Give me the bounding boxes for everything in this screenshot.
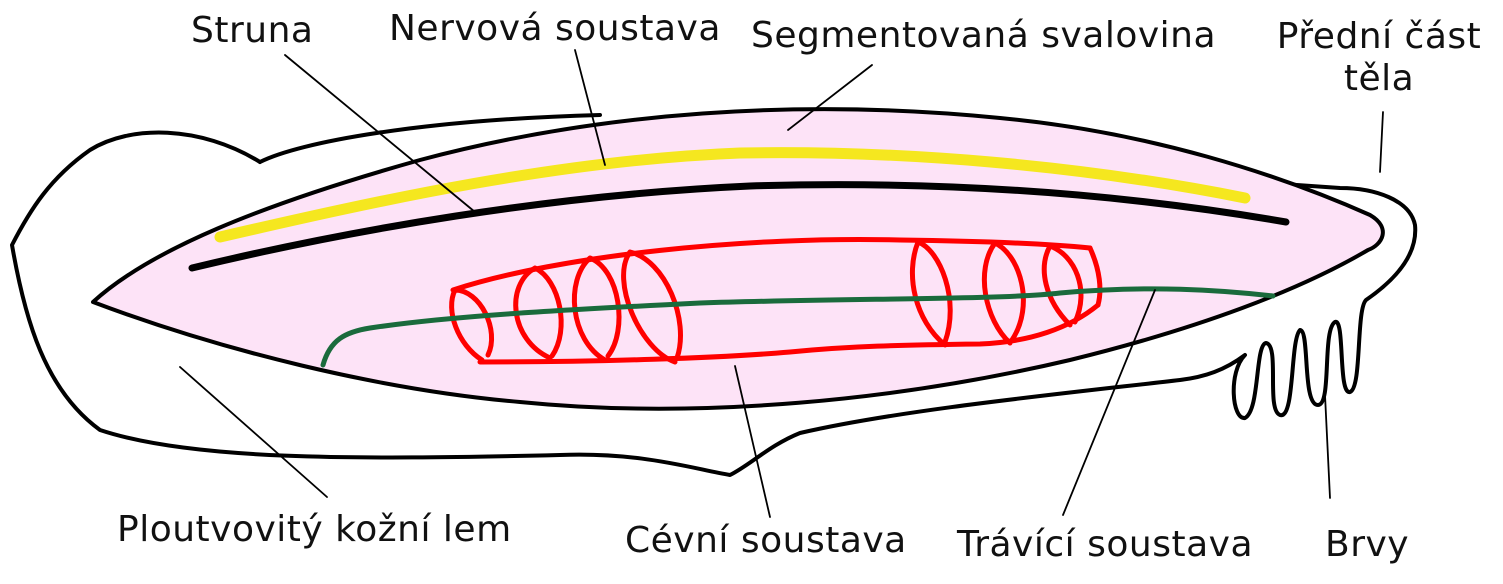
label-segmented-muscles: Segmentovaná svalovina (751, 15, 1217, 56)
label-notochord: Struna (191, 10, 314, 51)
label-anterior-line2: těla (1343, 58, 1415, 99)
circulatory-system (449, 236, 1103, 365)
leader-cilia (1324, 394, 1331, 499)
digestive-system (320, 286, 1276, 368)
gill-arch-4 (621, 249, 683, 365)
fin-fold-outline (10, 130, 1418, 477)
nervous-system (214, 147, 1251, 243)
blood-vessel-dorsal (450, 236, 1093, 293)
label-cilia: Brvy (1325, 524, 1410, 565)
label-anterior-line1: Přední část (1276, 16, 1482, 57)
notochord (188, 181, 1290, 272)
leader-digestive (1062, 289, 1156, 516)
leader-notochord (284, 54, 476, 213)
label-nervous-system: Nervová soustava (389, 8, 721, 49)
blood-vessel-anterior-end (1087, 245, 1103, 308)
label-digestive-system: Trávící soustava (957, 524, 1253, 565)
gill-arch-1 (449, 287, 495, 363)
gill-arch-7 (1041, 243, 1084, 328)
leader-fin-fold (179, 366, 328, 498)
body (91, 107, 1385, 411)
blood-vessel-ventral (477, 302, 1101, 365)
leader-nervous-system (574, 49, 606, 166)
gill-arch-6 (981, 240, 1026, 346)
label-fin-fold: Ploutvovitý kožní lem (117, 509, 512, 550)
fin-fold-top-edge (258, 113, 602, 164)
leader-lines (179, 49, 1384, 518)
leader-circulatory (734, 365, 771, 518)
label-circulatory-system: Cévní soustava (625, 520, 907, 561)
leader-anterior (1379, 111, 1384, 173)
leader-segmented-muscles (787, 64, 873, 131)
